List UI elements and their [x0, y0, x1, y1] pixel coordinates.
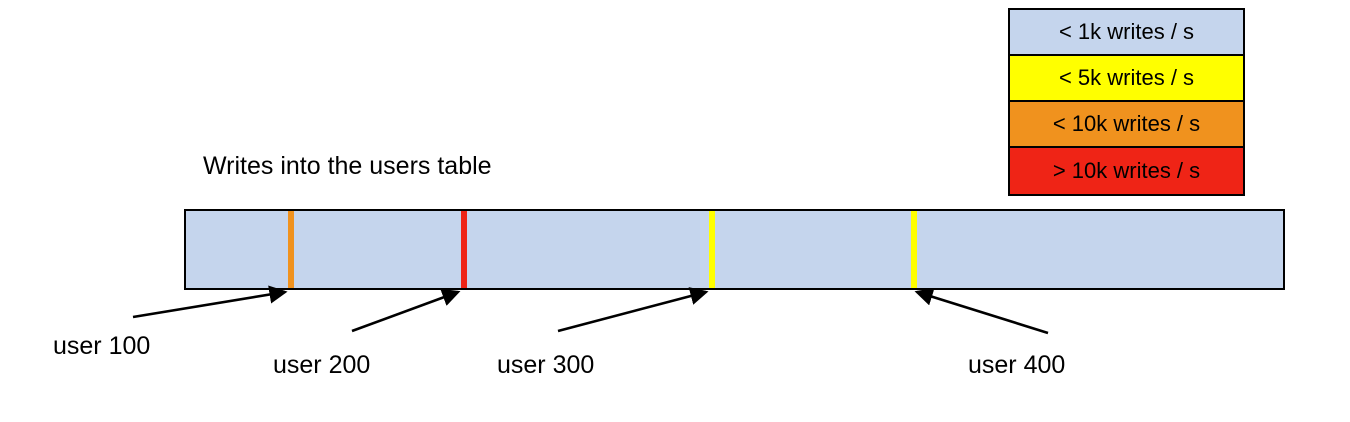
label-user-100: user 100 [53, 332, 151, 360]
legend: < 1k writes / s < 5k writes / s < 10k wr… [1008, 8, 1245, 196]
legend-item-very-high: > 10k writes / s [1010, 148, 1243, 194]
legend-label-low: < 1k writes / s [1058, 19, 1195, 44]
bar-base-fill [186, 211, 1283, 288]
label-user-200: user 200 [273, 351, 371, 379]
legend-item-medium: < 5k writes / s [1010, 56, 1243, 102]
arrow-user-400 [914, 287, 1049, 335]
stripe-user-300 [709, 211, 715, 288]
arrow-user-200 [351, 288, 461, 333]
arrow-user-300 [557, 287, 709, 333]
stripe-user-200 [461, 211, 467, 288]
users-table-bar [184, 209, 1285, 290]
arrow-user-100 [132, 285, 288, 319]
legend-label-high: < 10k writes / s [1052, 111, 1201, 136]
stripe-user-400 [911, 211, 917, 288]
label-user-400: user 400 [968, 351, 1066, 379]
legend-label-very-high: > 10k writes / s [1052, 158, 1201, 183]
legend-item-low: < 1k writes / s [1010, 10, 1243, 56]
label-user-300: user 300 [497, 351, 595, 379]
legend-item-high: < 10k writes / s [1010, 102, 1243, 148]
chart-title: Writes into the users table [203, 152, 492, 180]
stripe-user-100 [288, 211, 294, 288]
legend-label-medium: < 5k writes / s [1058, 65, 1195, 90]
